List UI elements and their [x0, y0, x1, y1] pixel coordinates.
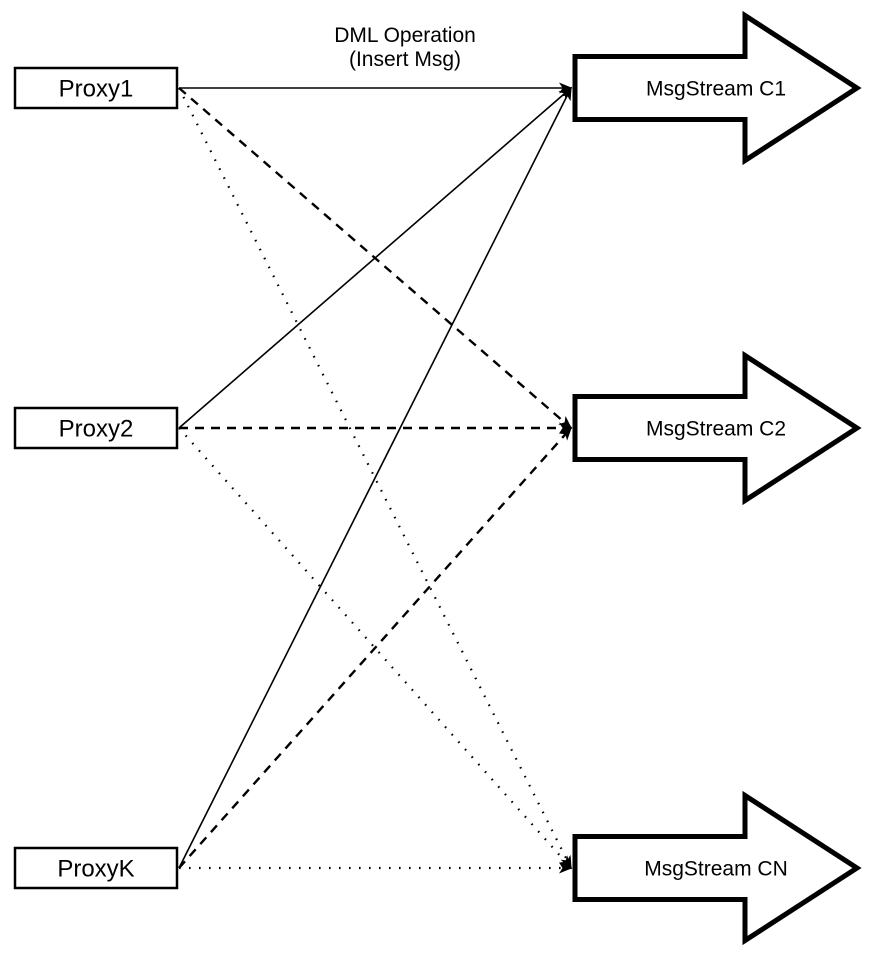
msgstream-cn-arrow-shape — [572, 790, 862, 946]
edge-proxyk-c1 — [178, 86, 572, 869]
msgstream-c2-arrow-shape — [572, 350, 862, 506]
msgstream-c2-label: MsgStream C2 — [646, 418, 786, 441]
msgstream-c1-arrow-shape — [572, 10, 862, 166]
proxy1-label: Proxy1 — [59, 76, 134, 103]
node-proxy2: Proxy2 — [13, 406, 179, 450]
proxy2-box — [13, 406, 179, 450]
node-msgstream-cn: MsgStream CN — [572, 790, 862, 946]
edge-proxyk-c2 — [178, 426, 572, 869]
node-msgstream-c1: MsgStream C1 — [572, 10, 862, 166]
diagram-title-line1: DML Operation — [334, 24, 476, 47]
diagram-title-line2: (Insert Msg) — [349, 48, 461, 71]
proxy1-box — [13, 66, 179, 110]
proxy2-label: Proxy2 — [59, 416, 134, 443]
node-proxyk: ProxyK — [13, 846, 179, 890]
edges-layer — [178, 82, 573, 874]
node-msgstream-c2: MsgStream C2 — [572, 350, 862, 506]
proxyk-box — [13, 846, 179, 890]
msgstream-c1-label: MsgStream C1 — [646, 78, 786, 101]
msgstream-cn-label: MsgStream CN — [644, 858, 788, 881]
node-proxy1: Proxy1 — [13, 66, 179, 110]
proxyk-label: ProxyK — [57, 856, 134, 883]
edge-proxy2-cn — [178, 427, 572, 870]
edge-proxy1-c2 — [178, 87, 573, 429]
